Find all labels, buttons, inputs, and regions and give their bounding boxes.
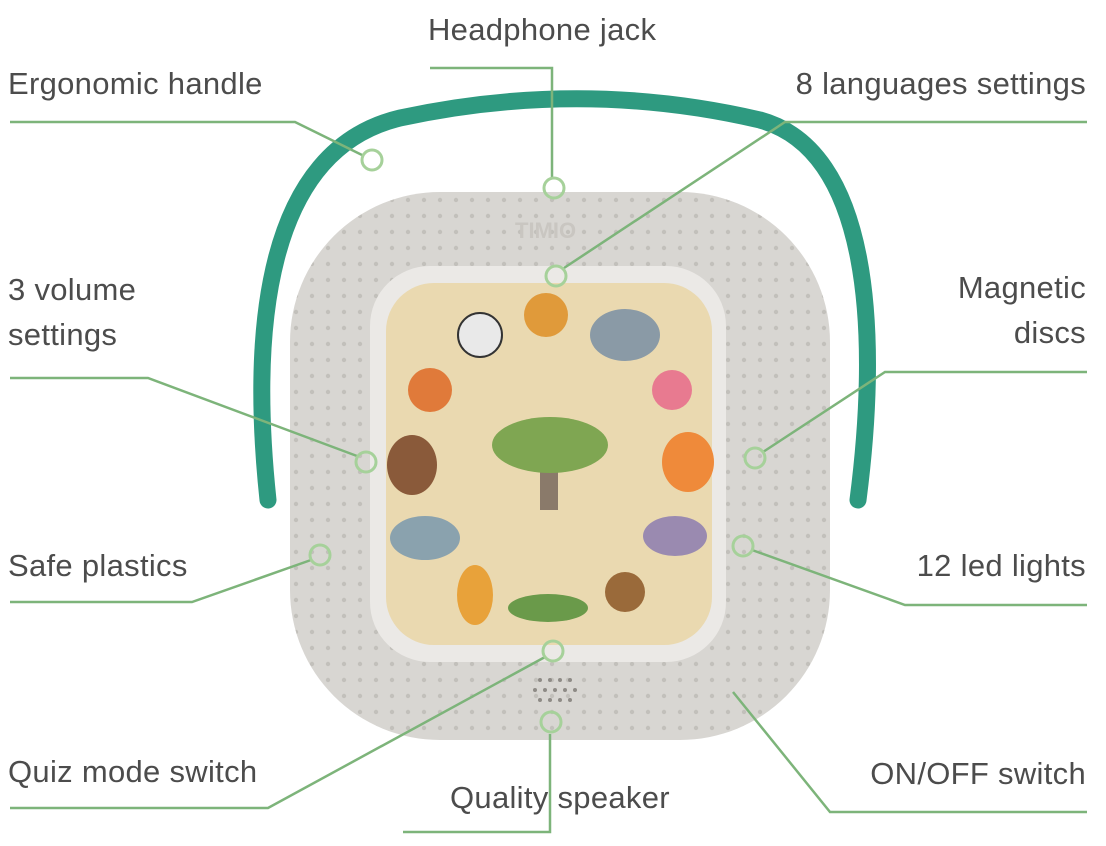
line-headphone bbox=[430, 66, 554, 178]
label-led-lights: 12 led lights bbox=[916, 548, 1086, 583]
brand-logo: TIMIO bbox=[515, 218, 576, 243]
label-safe-plastics: Safe plastics bbox=[8, 548, 188, 583]
callout-lines bbox=[10, 66, 1087, 834]
line-plastics bbox=[10, 558, 312, 604]
callout-markers bbox=[308, 148, 767, 734]
label-quiz-mode: Quiz mode switch bbox=[8, 754, 258, 789]
label-headphone-jack: Headphone jack bbox=[428, 12, 657, 47]
label-magnetic-2: discs bbox=[1013, 315, 1086, 350]
line-onoff bbox=[732, 691, 1087, 814]
line-speaker bbox=[403, 734, 552, 834]
label-languages: 8 languages settings bbox=[795, 66, 1086, 101]
label-on-off: ON/OFF switch bbox=[870, 756, 1086, 791]
label-ergonomic-handle: Ergonomic handle bbox=[8, 66, 263, 101]
label-magnetic-1: Magnetic bbox=[957, 270, 1086, 305]
label-volume-1: 3 volume bbox=[8, 272, 137, 307]
animal-illustrations bbox=[387, 293, 714, 625]
line-volume bbox=[10, 376, 358, 458]
label-volume-2: settings bbox=[8, 317, 118, 352]
label-speaker: Quality speaker bbox=[450, 780, 670, 815]
line-leds bbox=[751, 548, 1087, 607]
line-quiz bbox=[10, 655, 546, 810]
line-handle bbox=[10, 120, 363, 157]
handle bbox=[253, 90, 876, 509]
line-languages bbox=[563, 120, 1087, 270]
speaker-grille bbox=[533, 678, 577, 702]
line-magnetic bbox=[762, 370, 1087, 454]
